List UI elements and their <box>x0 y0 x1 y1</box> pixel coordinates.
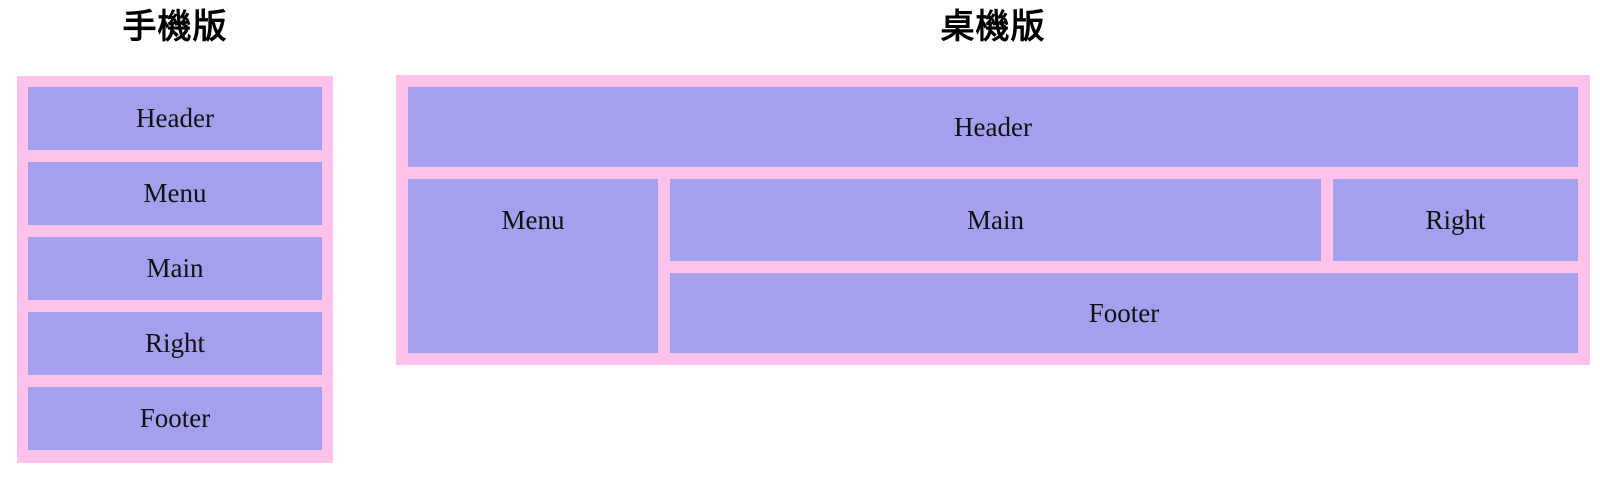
desktop-menu-box: Menu <box>408 179 658 353</box>
desktop-version-title: 桌機版 <box>940 8 1046 46</box>
mobile-right-box: Right <box>28 312 322 375</box>
desktop-footer-box: Footer <box>670 273 1578 353</box>
mobile-header-box: Header <box>28 87 322 150</box>
mobile-footer-box: Footer <box>28 387 322 450</box>
desktop-layout-container: Header Menu Main Right Footer <box>396 75 1590 365</box>
mobile-version-title: 手機版 <box>122 8 228 46</box>
desktop-header-box: Header <box>408 87 1578 167</box>
mobile-menu-box: Menu <box>28 162 322 225</box>
desktop-main-box: Main <box>670 179 1321 261</box>
desktop-right-box: Right <box>1333 179 1578 261</box>
mobile-main-box: Main <box>28 237 322 300</box>
mobile-layout-container: Header Menu Main Right Footer <box>17 76 333 463</box>
